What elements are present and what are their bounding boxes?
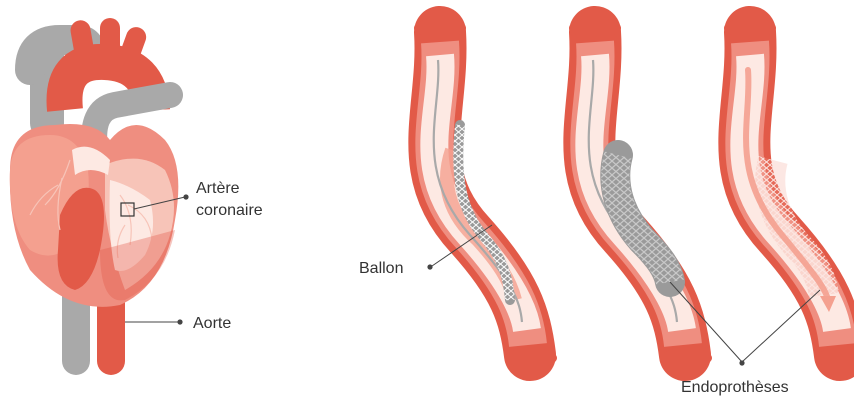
aorta-leader-dot	[177, 319, 182, 324]
artery-inflated	[569, 18, 712, 368]
label-balloon: Ballon	[359, 260, 403, 277]
artery-top-cap	[414, 18, 466, 38]
stents-leader-dot	[739, 360, 744, 365]
artery-bottom-cap	[505, 348, 557, 368]
artery-stented	[724, 18, 854, 368]
heart	[10, 18, 179, 375]
artery-balloon	[414, 18, 557, 368]
label-coronary-line2: coronaire	[196, 202, 263, 219]
artery-top-cap	[724, 18, 776, 38]
artery-bottom-cap	[660, 348, 712, 368]
label-stents: Endoprothèses	[681, 379, 789, 396]
coronary-leader-dot	[183, 194, 188, 199]
label-coronary-line1: Artère	[196, 180, 240, 197]
artery-top-cap	[569, 18, 621, 38]
balloon-leader-dot	[427, 264, 432, 269]
label-aorta: Aorte	[193, 315, 231, 332]
